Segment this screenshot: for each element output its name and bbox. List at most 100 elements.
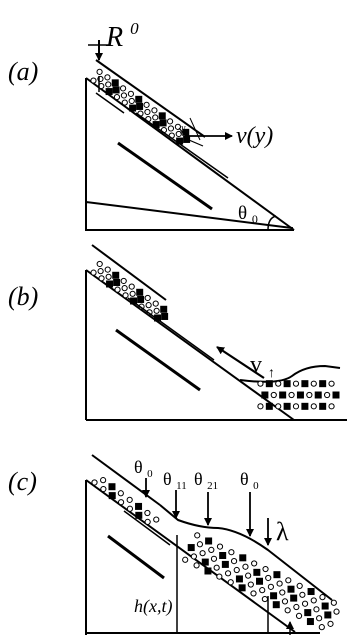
grain-square bbox=[130, 297, 138, 305]
grain-square bbox=[261, 391, 269, 399]
grain-square bbox=[182, 128, 190, 136]
grain-square bbox=[135, 502, 143, 510]
grain-circle bbox=[310, 403, 317, 410]
grain-circle bbox=[330, 599, 337, 606]
grain-circle bbox=[121, 99, 128, 106]
grain-square bbox=[221, 560, 229, 568]
angle-arc bbox=[267, 215, 277, 231]
grain-circle bbox=[328, 403, 335, 410]
grain-circle bbox=[196, 541, 204, 548]
height-label: h(x,t) bbox=[134, 596, 172, 617]
angle-symbol: θ bbox=[238, 203, 247, 224]
grain-square bbox=[105, 88, 113, 96]
grain-circle bbox=[152, 300, 159, 307]
inner-line bbox=[107, 534, 165, 580]
grain-circle bbox=[233, 566, 240, 574]
panel-c-label: (c) bbox=[8, 467, 37, 496]
grain-square bbox=[273, 571, 281, 579]
grain-square bbox=[187, 544, 195, 552]
incline-slope bbox=[85, 269, 295, 421]
grain-circle bbox=[208, 546, 215, 553]
grain-circle bbox=[100, 485, 107, 493]
angle-label-11: θ 11 bbox=[163, 469, 187, 492]
grain-square bbox=[111, 79, 119, 87]
grain-circle bbox=[310, 380, 317, 387]
grain-circle bbox=[279, 589, 286, 596]
grain-circle bbox=[153, 516, 160, 523]
grain-circle bbox=[152, 114, 159, 121]
incline-slope bbox=[85, 77, 295, 231]
panel-c: (c) θ 0 θ 11 θ 21 bbox=[8, 454, 340, 635]
wave-grains bbox=[182, 532, 340, 631]
grain-square bbox=[135, 511, 143, 519]
inner-line bbox=[135, 112, 229, 179]
flux-label: R 0 bbox=[105, 19, 139, 53]
inner-line bbox=[95, 92, 125, 114]
grain-square bbox=[219, 552, 227, 560]
inner-line bbox=[127, 297, 215, 361]
grain-circle bbox=[90, 269, 97, 276]
grain-square bbox=[253, 568, 261, 576]
grain-circle bbox=[247, 581, 254, 588]
granular-layer-b bbox=[90, 260, 169, 322]
grain-circle bbox=[105, 81, 112, 88]
grain-circle bbox=[119, 85, 127, 92]
angle-subscript: 0 bbox=[147, 468, 153, 480]
grain-square bbox=[158, 112, 166, 120]
angle-subscript: 0 bbox=[253, 480, 259, 492]
grain-circle bbox=[295, 612, 303, 620]
grain-square bbox=[265, 380, 273, 388]
grain-circle bbox=[292, 380, 300, 387]
grain-circle bbox=[117, 490, 124, 497]
grain-circle bbox=[270, 391, 277, 399]
grain-square bbox=[301, 402, 309, 410]
velocity-arrow-glyph: ↑ bbox=[268, 366, 275, 381]
grain-circle bbox=[267, 583, 275, 590]
angle-label-0: θ 0 bbox=[134, 457, 153, 480]
angle-symbol: θ bbox=[163, 469, 172, 489]
grain-circle bbox=[213, 564, 220, 571]
grain-circle bbox=[121, 285, 128, 292]
velocity-profile bbox=[178, 127, 204, 147]
grain-square bbox=[238, 584, 246, 592]
deposit-grains bbox=[257, 380, 340, 410]
grain-square bbox=[113, 278, 121, 286]
grain-circle bbox=[91, 479, 98, 486]
grain-circle bbox=[100, 477, 107, 484]
grain-circle bbox=[251, 560, 258, 567]
upstream-velocity-arrow bbox=[216, 346, 265, 379]
grain-square bbox=[301, 380, 309, 388]
grain-square bbox=[290, 594, 298, 602]
inner-line bbox=[123, 510, 171, 546]
upstream-velocity-label: v ↑ bbox=[250, 352, 275, 381]
panel-b: (b) v ↑ bbox=[8, 244, 347, 421]
grain-circle bbox=[175, 130, 182, 138]
grain-square bbox=[304, 609, 312, 617]
angle-symbol: θ bbox=[134, 457, 143, 477]
panel-a: (a) R 0 y v(y) θ 0 bbox=[8, 19, 295, 231]
grain-circle bbox=[293, 603, 300, 611]
grain-square bbox=[154, 314, 162, 322]
grain-circle bbox=[190, 553, 197, 560]
grain-square bbox=[108, 483, 116, 491]
grain-circle bbox=[143, 101, 150, 108]
panel-a-label: (a) bbox=[8, 57, 38, 86]
grain-circle bbox=[299, 591, 306, 598]
velocity-label: v(y) bbox=[236, 123, 273, 149]
grain-circle bbox=[128, 283, 135, 290]
grain-square bbox=[161, 312, 169, 320]
grain-circle bbox=[265, 574, 272, 582]
grain-circle bbox=[120, 277, 127, 285]
grain-circle bbox=[210, 555, 218, 562]
grain-square bbox=[270, 592, 278, 600]
grain-circle bbox=[257, 403, 264, 410]
grain-circle bbox=[262, 565, 269, 573]
grain-circle bbox=[228, 549, 235, 556]
grain-circle bbox=[261, 595, 268, 603]
angle-symbol: θ bbox=[194, 469, 203, 489]
grain-circle bbox=[90, 77, 97, 84]
grain-square bbox=[235, 575, 243, 583]
grain-square bbox=[283, 402, 291, 410]
grain-circle bbox=[306, 391, 313, 399]
